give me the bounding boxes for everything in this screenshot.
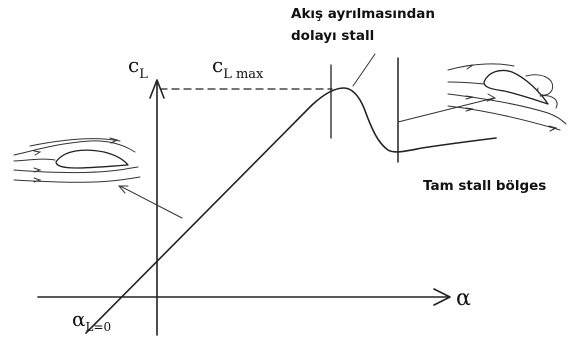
flow-arrow-right-2 [465, 95, 474, 100]
flow-arrow-left-3 [33, 177, 42, 183]
separation-eddy-1 [525, 74, 554, 96]
flow-arrow-right-1 [465, 64, 474, 70]
stalled-flow-airfoil-sketch [447, 63, 567, 132]
right-airfoil-pointer [397, 97, 495, 123]
left-airfoil-pointer-arrowhead [117, 185, 129, 194]
streamline-right-1 [447, 63, 515, 71]
streamline-right-2 [447, 81, 485, 85]
cl-axis-arrowhead [149, 79, 165, 99]
streamline-left-1 [13, 140, 136, 156]
separation-label-pointer [352, 53, 376, 87]
attached-flow-airfoil-sketch [13, 137, 141, 183]
streamline-left-3 [13, 166, 139, 174]
cl-axis-label: cL [128, 53, 148, 82]
full-stall-region-label: Tam stall bölges [423, 178, 546, 194]
alpha-axis-arrowhead [433, 288, 451, 306]
flow-arrow-left-1 [33, 150, 42, 156]
alpha-zero-label: αL=0 [72, 307, 111, 334]
lift-curve [85, 87, 497, 334]
streamline-left-2 [13, 158, 56, 162]
separation-stall-label: Akış ayrılmasından dolayı stall [291, 6, 440, 44]
streamline-left-5 [29, 138, 121, 147]
separation-eddy-2 [539, 95, 558, 109]
streamline-right-4 [447, 105, 561, 131]
alpha-axis-label: α [456, 286, 471, 311]
flow-arrow-right-4 [548, 125, 558, 132]
flow-arrow-right-3 [465, 107, 474, 112]
streamline-left-4 [13, 176, 141, 183]
cl-max-label: cL max [212, 53, 264, 82]
airfoil-shape-left [55, 149, 129, 169]
flow-arrow-left-2 [33, 167, 42, 173]
streamline-right-3 [447, 93, 567, 125]
right-airfoil-pointer-arrowhead [486, 93, 497, 102]
flow-arrow-left-4 [109, 137, 119, 144]
left-airfoil-pointer [119, 185, 183, 219]
airfoil-shape-right [483, 69, 549, 105]
